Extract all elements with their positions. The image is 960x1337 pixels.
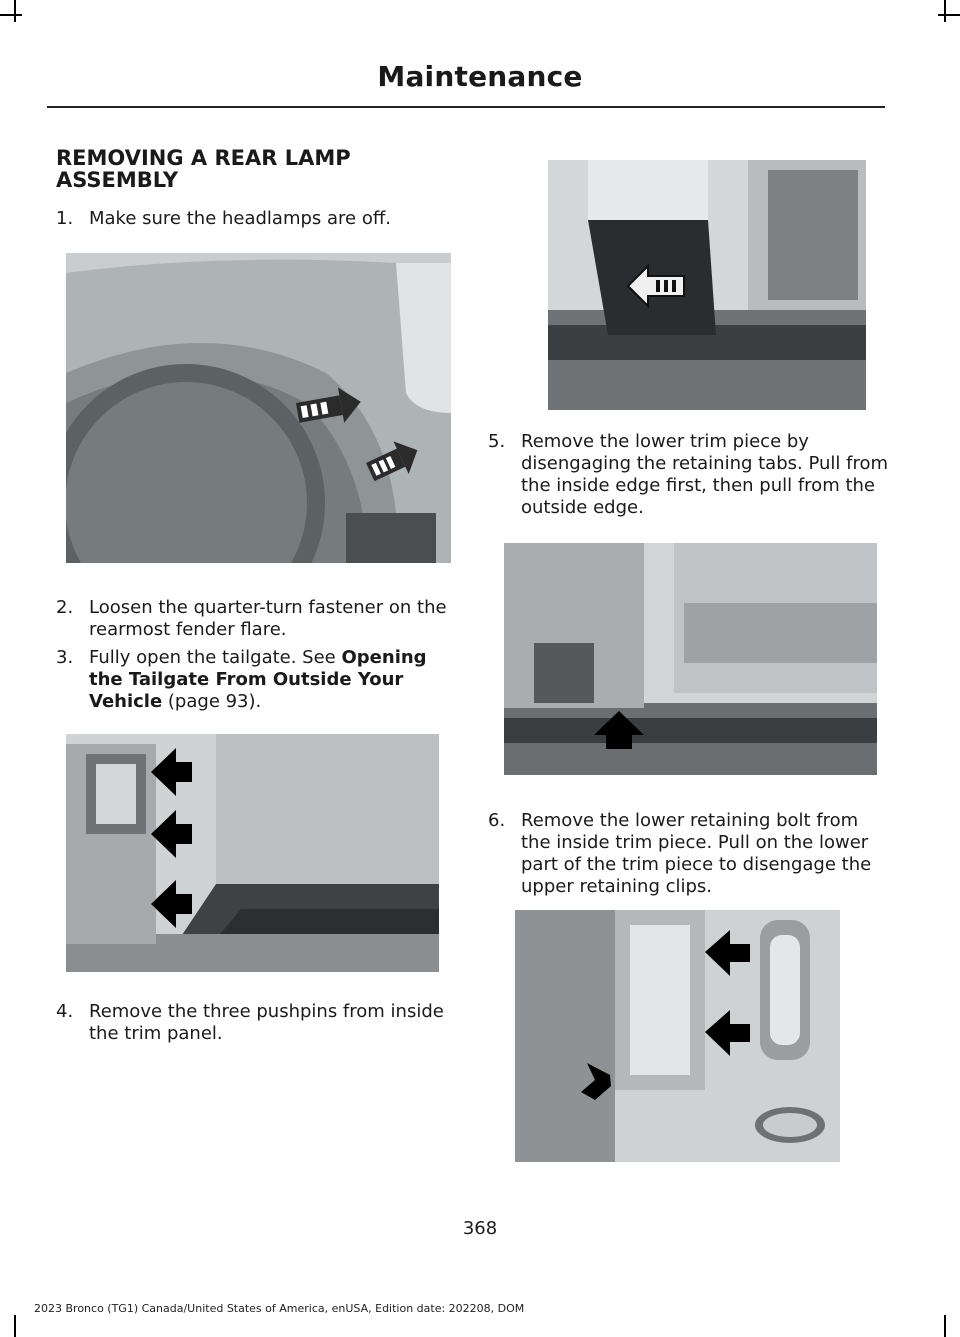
step-1: 1. Make sure the headlamps are off. — [56, 208, 456, 230]
crop-mark — [14, 0, 16, 22]
step-number: 2. — [56, 597, 74, 618]
step-number: 6. — [488, 810, 506, 831]
step-6: 6. Remove the lower retaining bolt from … — [488, 810, 888, 898]
step-text: Fully open the tailgate. See Opening the… — [89, 647, 427, 712]
step-3: 3. Fully open the tailgate. See Opening … — [56, 647, 456, 713]
tailgate-pushpins-figure — [66, 734, 439, 972]
cross-reference-link[interactable]: Opening the Tailgate From Outside Your V… — [89, 647, 427, 712]
step-text: Loosen the quarter-turn fastener on the … — [89, 597, 447, 640]
page-title: Maintenance — [377, 60, 583, 93]
trim-panel-removal-figure — [548, 160, 866, 410]
step-text: Remove the three pushpins from inside th… — [89, 1001, 444, 1044]
step-text: Remove the lower retaining bolt from the… — [521, 810, 872, 897]
edition-footer: 2023 Bronco (TG1) Canada/United States o… — [34, 1302, 525, 1315]
step-5: 5. Remove the lower trim piece by diseng… — [488, 431, 888, 519]
page-number: 368 — [462, 1218, 498, 1239]
fender-flare-fastener-figure — [66, 253, 451, 563]
crop-mark — [0, 14, 22, 16]
step-number: 5. — [488, 431, 506, 452]
crop-mark — [14, 1315, 16, 1337]
step-4: 4. Remove the three pushpins from inside… — [56, 1001, 456, 1045]
lower-trim-piece-figure — [504, 543, 877, 775]
section-heading: REMOVING A REAR LAMP ASSEMBLY — [56, 146, 351, 192]
header-rule — [47, 106, 885, 108]
step-text: Make sure the headlamps are off. — [89, 208, 391, 229]
crop-mark — [944, 0, 946, 22]
step-number: 3. — [56, 647, 74, 668]
step-number: 1. — [56, 208, 74, 229]
step-number: 4. — [56, 1001, 74, 1022]
step-text: Remove the lower trim piece by disengagi… — [521, 431, 889, 518]
inside-trim-retaining-clips-figure — [515, 910, 840, 1162]
step-2: 2. Loosen the quarter-turn fastener on t… — [56, 597, 456, 641]
crop-mark — [944, 1315, 946, 1337]
crop-mark — [938, 14, 960, 16]
